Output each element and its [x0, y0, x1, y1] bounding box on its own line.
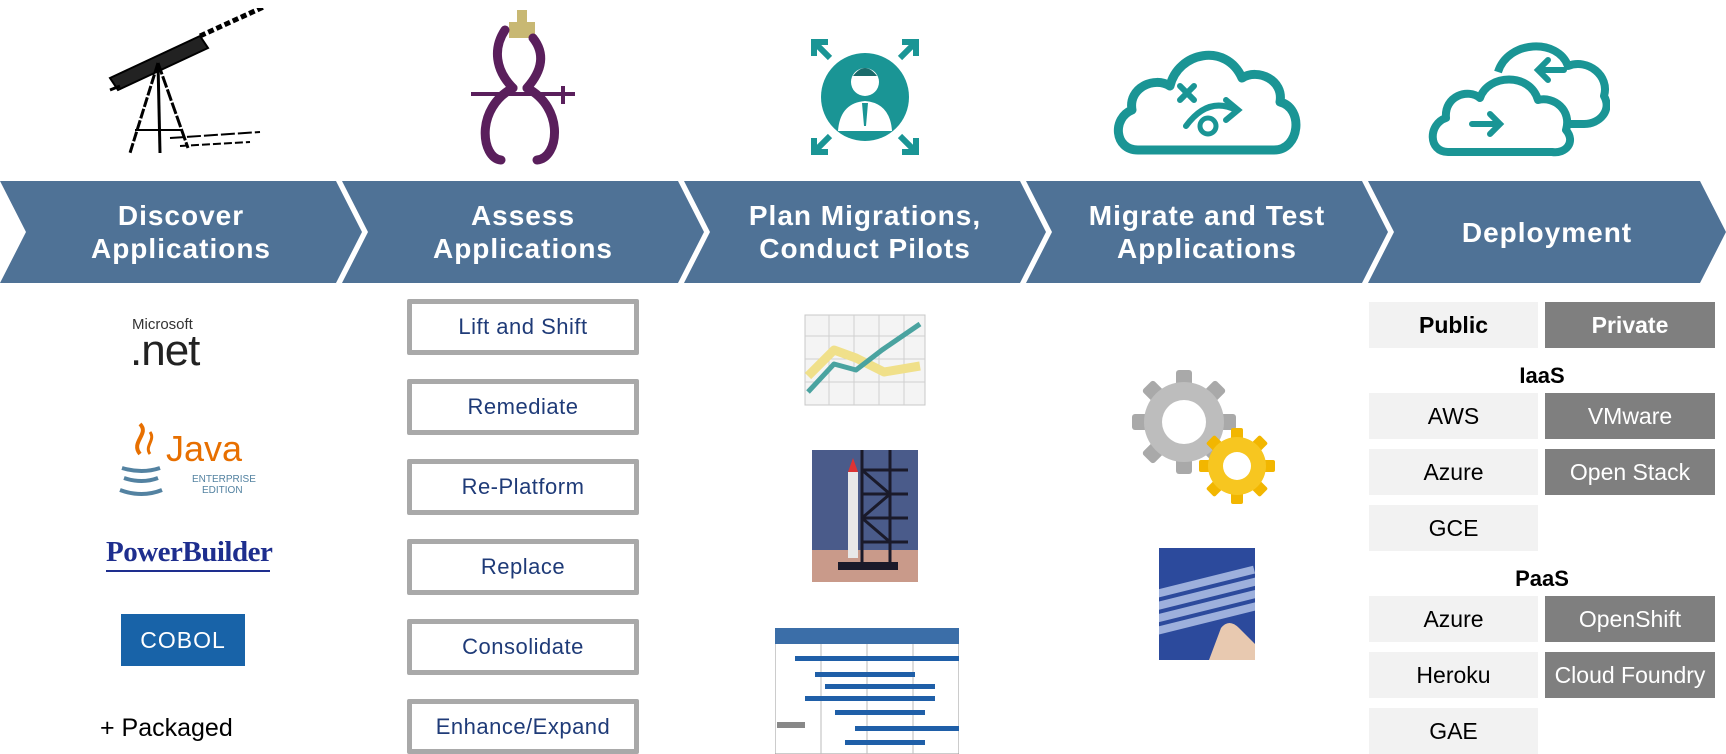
- paas-label: PaaS: [1515, 566, 1569, 591]
- option-re-platform: Re-Platform: [407, 459, 639, 515]
- paas-private-cell: OpenShift: [1545, 596, 1715, 642]
- gears-icon: [1132, 370, 1277, 506]
- iaas-private-cell: VMware: [1545, 393, 1715, 439]
- iaas-public-cell: Azure: [1369, 449, 1538, 495]
- stage-label: Migrate and Test Applications: [1088, 200, 1326, 264]
- coffee-cup-icon: [119, 422, 163, 496]
- iaas-private-cell: Open Stack: [1545, 449, 1715, 495]
- iaas-label: IaaS: [1519, 363, 1565, 388]
- cobol-logo: COBOL: [121, 614, 245, 666]
- stage-label: Plan Migrations, Conduct Pilots: [748, 200, 982, 264]
- java-word: Java: [166, 428, 243, 469]
- stage-migrate: Migrate and Test Applications: [1026, 181, 1388, 283]
- paas-public-cell: GAE: [1369, 708, 1538, 754]
- packaged-label: + Packaged: [100, 714, 233, 742]
- public-header: Public: [1369, 302, 1538, 348]
- stage-discover: Discover Applications: [0, 181, 362, 283]
- option-replace: Replace: [407, 539, 639, 595]
- stage-plan: Plan Migrations, Conduct Pilots: [684, 181, 1046, 283]
- paas-private-cell: Cloud Foundry: [1545, 652, 1715, 698]
- stage-label: Deployment: [1461, 216, 1633, 248]
- dotnet-logo: Microsoft .net: [128, 316, 248, 376]
- option-enhance-expand: Enhance/Expand: [407, 699, 639, 754]
- stage-assess: Assess Applications: [342, 181, 704, 283]
- java-sub1: ENTERPRISE: [192, 474, 256, 485]
- dotnet-small: Microsoft: [132, 316, 193, 333]
- stage-label: Assess Applications: [432, 200, 613, 264]
- rocket-launch-icon: [812, 450, 918, 582]
- stage-deployment: Deployment: [1368, 181, 1726, 283]
- cobol-text: COBOL: [140, 626, 226, 653]
- option-consolidate: Consolidate: [407, 619, 639, 675]
- person-expand-icon: [810, 38, 920, 156]
- cloud-migrate-icon: [1108, 38, 1304, 158]
- dotnet-big: .net: [130, 326, 200, 375]
- flask-icon: [465, 8, 575, 166]
- stage-label: Discover Applications: [90, 200, 271, 264]
- java-logo: Java ENTERPRISE EDITION: [116, 420, 256, 500]
- paas-public-cell: Heroku: [1369, 652, 1538, 698]
- powerbuilder-text: PowerBuilder: [106, 536, 273, 568]
- line-chart-icon: [804, 314, 926, 406]
- private-header: Private: [1545, 302, 1715, 348]
- iaas-public-cell: GCE: [1369, 505, 1538, 551]
- option-lift-shift: Lift and Shift: [407, 299, 639, 355]
- telescope-icon: [100, 8, 265, 156]
- paas-public-cell: Azure: [1369, 596, 1538, 642]
- cloud-sync-icon: [1428, 30, 1610, 160]
- iaas-public-cell: AWS: [1369, 393, 1538, 439]
- option-remediate: Remediate: [407, 379, 639, 435]
- java-sub2: EDITION: [202, 485, 243, 496]
- powerbuilder-logo: PowerBuilder: [106, 536, 273, 572]
- gantt-chart-icon: [775, 628, 959, 754]
- keyboard-icon: [1159, 548, 1255, 660]
